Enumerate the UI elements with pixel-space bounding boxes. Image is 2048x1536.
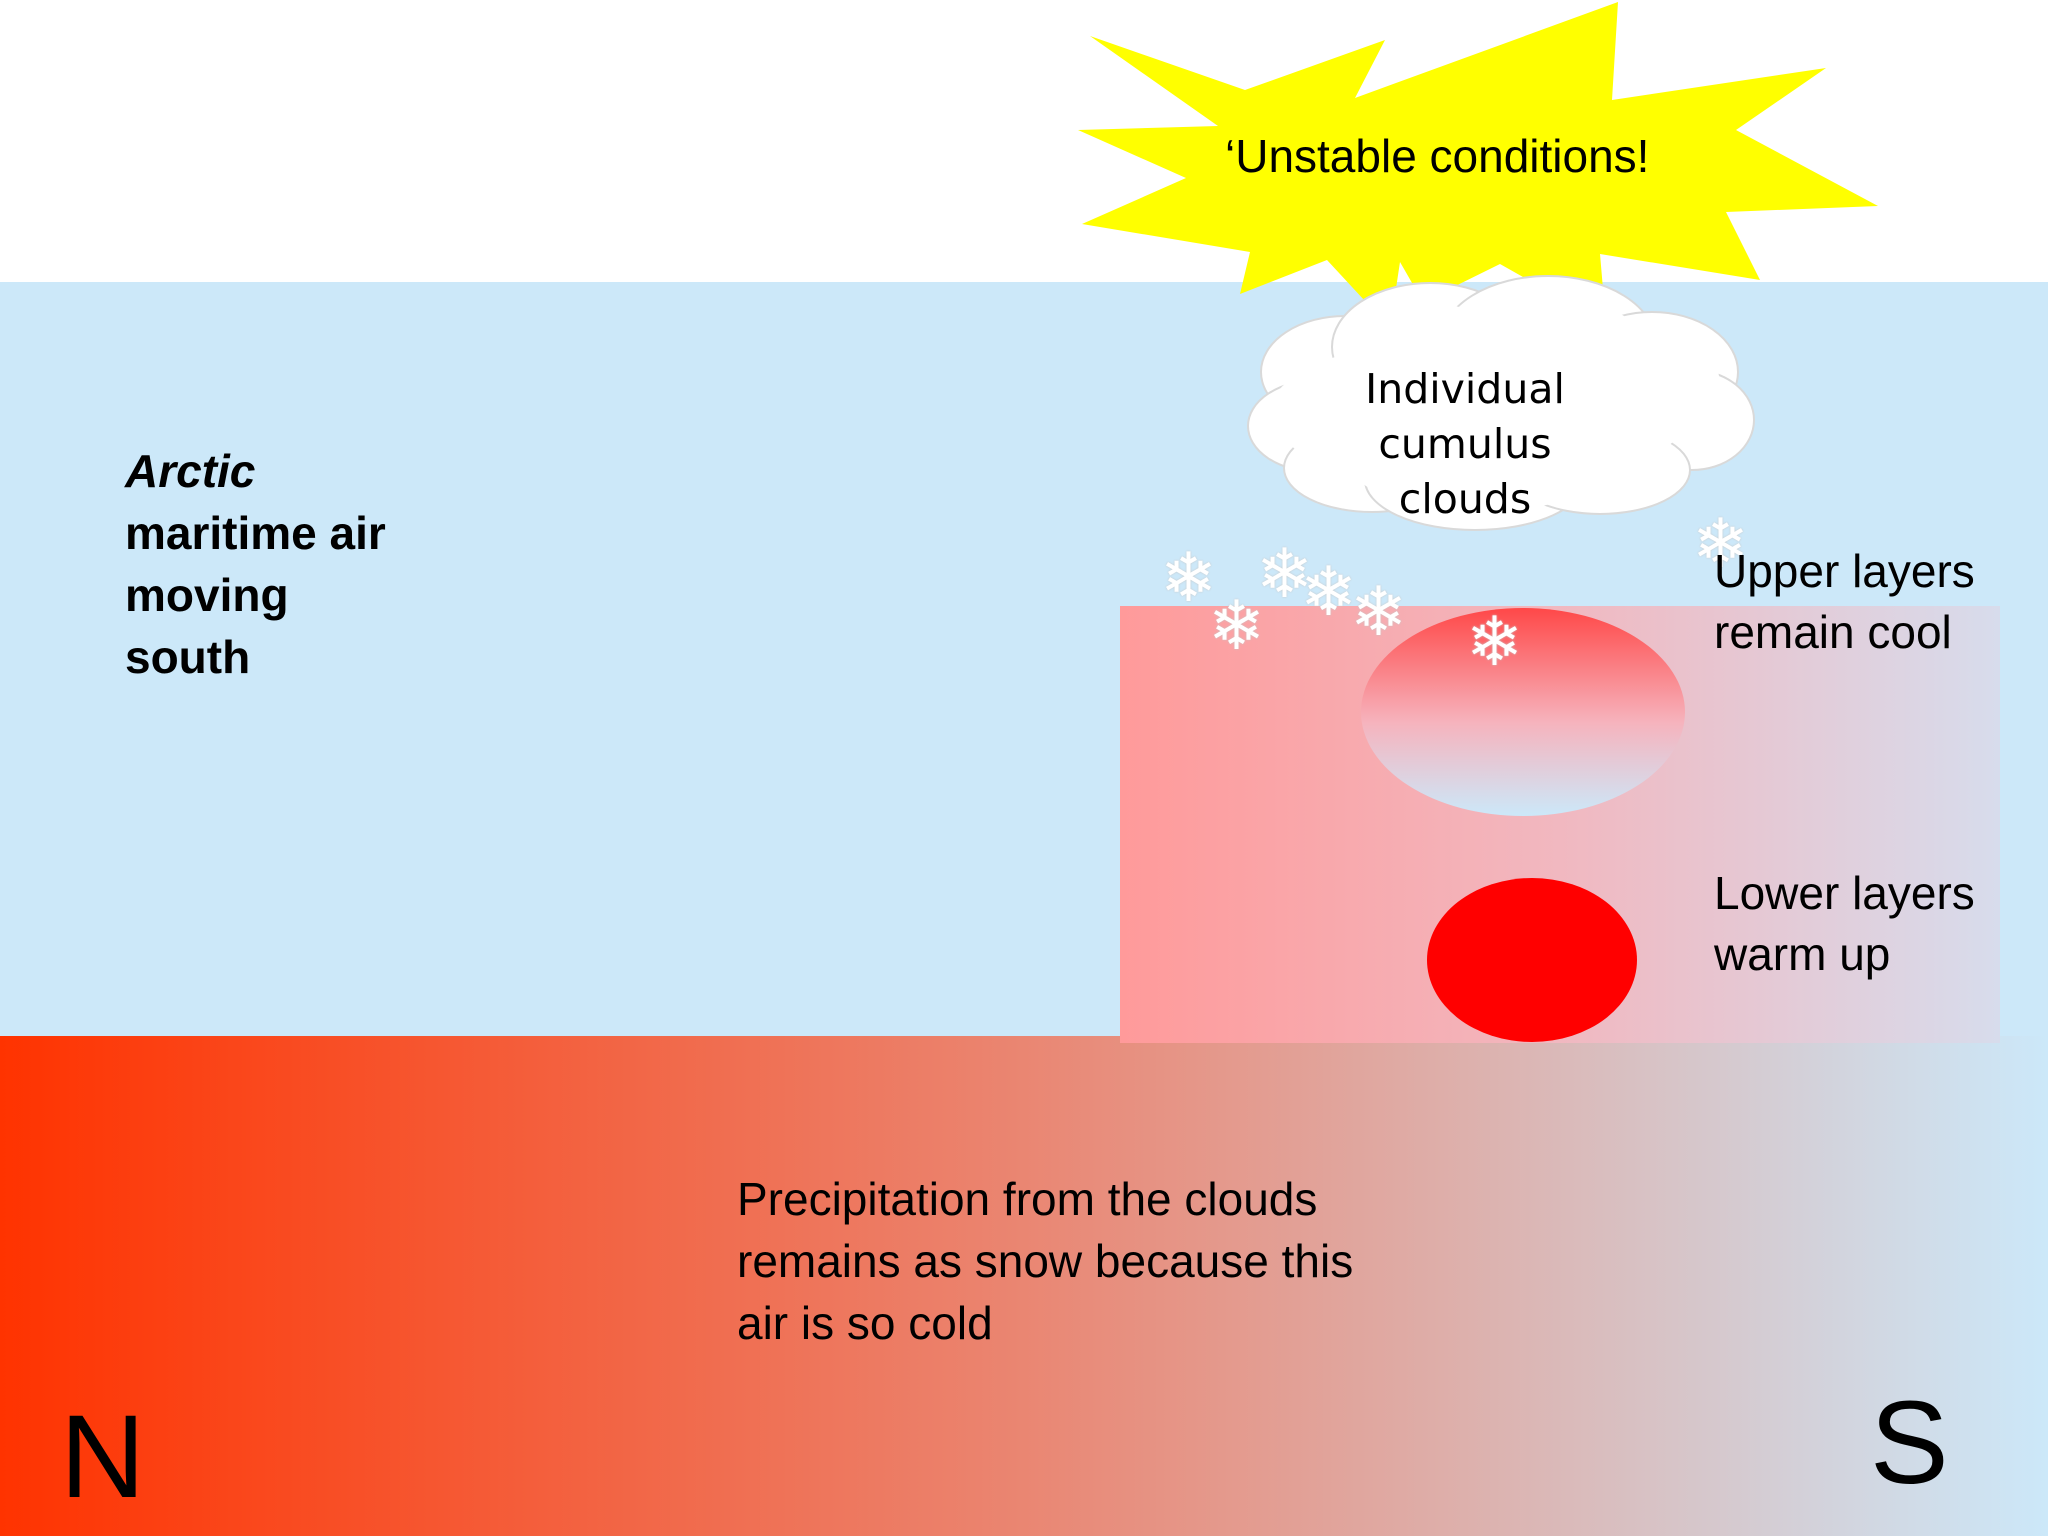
cloud-label-line: cumulus: [1378, 420, 1552, 468]
arctic-air-line: Arctic: [125, 445, 256, 497]
cumulus-cloud-label: Individual cumulus clouds: [1290, 362, 1640, 527]
lower-layer-blob: [1427, 878, 1637, 1042]
precipitation-line: air is so cold: [737, 1297, 993, 1349]
arctic-air-line: south: [125, 631, 251, 683]
cloud-label-line: clouds: [1398, 475, 1532, 523]
arctic-air-line: moving: [125, 569, 289, 621]
cloud-label-line: Individual: [1365, 365, 1565, 413]
snowflake-icon: ❄: [1466, 604, 1523, 680]
upper-layer-blob: [1361, 608, 1685, 816]
lower-layers-label: Lower layers warm up: [1714, 863, 1975, 985]
precipitation-line: Precipitation from the clouds: [737, 1173, 1318, 1225]
south-label: S: [1870, 1377, 1949, 1509]
upper-layers-line: Upper layers: [1714, 545, 1975, 597]
arctic-air-label: Arctic maritime air moving south: [125, 440, 386, 688]
north-label: N: [60, 1391, 146, 1523]
cumulus-cloud-fill: [1270, 296, 1720, 512]
precipitation-line: remains as snow because this: [737, 1235, 1354, 1287]
unstable-conditions-burst: [1078, 2, 1878, 328]
snowflake-icon: ❄: [1350, 574, 1407, 650]
precipitation-label: Precipitation from the clouds remains as…: [737, 1168, 1353, 1354]
lower-layers-line: warm up: [1714, 928, 1891, 980]
snowflake-icon: ❄: [1256, 536, 1313, 612]
snowflake-icon: ❄: [1300, 554, 1357, 630]
warm-surface-band: [0, 1036, 2048, 1536]
unstable-conditions-label: ‘Unstable conditions!: [1225, 130, 1650, 182]
upper-layers-label: Upper layers remain cool: [1714, 541, 1975, 663]
snowflake-icon: ❄: [1208, 588, 1265, 664]
arctic-air-line: maritime air: [125, 507, 386, 559]
snowflake-icon: ❄: [1160, 540, 1217, 616]
snowflake-icon: ❄: [1692, 506, 1749, 582]
upper-layers-line: remain cool: [1714, 606, 1952, 658]
lower-layers-line: Lower layers: [1714, 867, 1975, 919]
